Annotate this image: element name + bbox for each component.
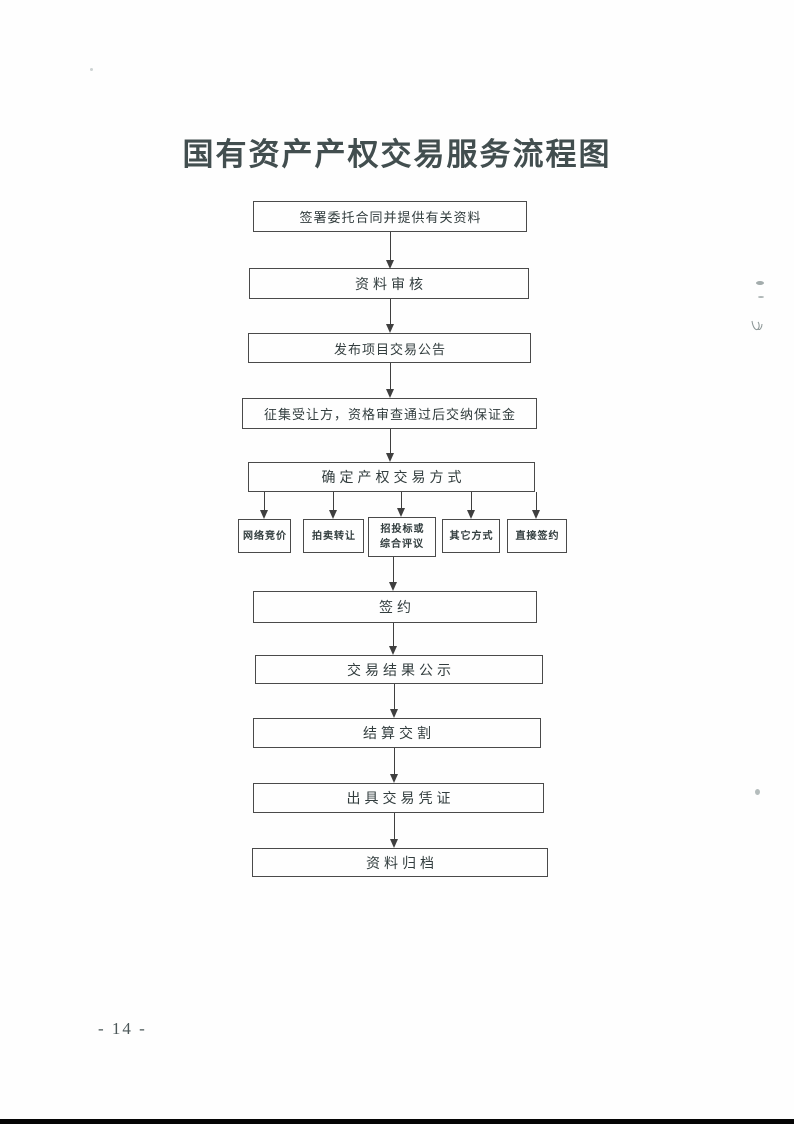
step-solicit-transferees: 征集受让方，资格审查通过后交纳保证金 [242, 398, 537, 429]
method-direct-signing: 直接签约 [507, 519, 567, 553]
flow-arrow-line [390, 299, 391, 324]
arrow-head-icon [386, 389, 394, 398]
step-material-review: 资料审核 [249, 268, 529, 299]
flow-arrow-line [394, 748, 395, 774]
arrow-head-icon [397, 508, 405, 517]
scan-edge-bar [0, 1119, 794, 1124]
branch-arrow-line [264, 492, 265, 510]
arrow-head-icon [390, 774, 398, 783]
arrow-head-icon [532, 510, 540, 519]
method-auction-transfer: 拍卖转让 [303, 519, 364, 553]
page-number: - 14 - [98, 1019, 147, 1038]
arrow-head-icon [386, 453, 394, 462]
flow-arrow-line [390, 429, 391, 453]
method-network-bidding: 网络竞价 [238, 519, 291, 553]
arrow-head-icon [386, 324, 394, 333]
step-issue-trade-certificate: 出具交易凭证 [253, 783, 544, 813]
flow-arrow-line [394, 813, 395, 839]
step-publish-announcement: 发布项目交易公告 [248, 333, 531, 363]
step-determine-trade-method: 确定产权交易方式 [248, 462, 535, 492]
branch-arrow-line [471, 492, 472, 510]
step-sign-entrust-contract: 签署委托合同并提供有关资料 [253, 201, 527, 232]
arrow-head-icon [389, 646, 397, 655]
page-title: 国有资产产权交易服务流程图 [182, 137, 612, 172]
flow-arrow-line [393, 623, 394, 646]
scan-speck [90, 68, 93, 71]
arrow-head-icon [467, 510, 475, 519]
step-archive-materials: 资料归档 [252, 848, 548, 877]
scan-speck [756, 281, 764, 285]
flow-arrow-line [393, 557, 394, 582]
arrow-head-icon [329, 510, 337, 519]
scan-speck [758, 296, 764, 298]
flow-arrow-line [394, 684, 395, 709]
step-sign-agreement: 签约 [253, 591, 537, 623]
flow-arrow-line [390, 363, 391, 389]
branch-arrow-line [536, 492, 537, 510]
arrow-head-icon [389, 582, 397, 591]
pen-mark-icon [751, 320, 763, 331]
flow-arrow-line [390, 232, 391, 260]
branch-arrow-line [333, 492, 334, 510]
arrow-head-icon [260, 510, 268, 519]
method-other: 其它方式 [442, 519, 500, 553]
step-result-publicity: 交易结果公示 [255, 655, 543, 684]
arrow-head-icon [386, 260, 394, 269]
branch-arrow-line [401, 492, 402, 508]
scan-speck [755, 789, 760, 795]
method-tender-or-evaluation: 招投标或 综合评议 [368, 517, 436, 557]
arrow-head-icon [390, 839, 398, 848]
arrow-head-icon [390, 709, 398, 718]
step-settlement-delivery: 结算交割 [253, 718, 541, 748]
